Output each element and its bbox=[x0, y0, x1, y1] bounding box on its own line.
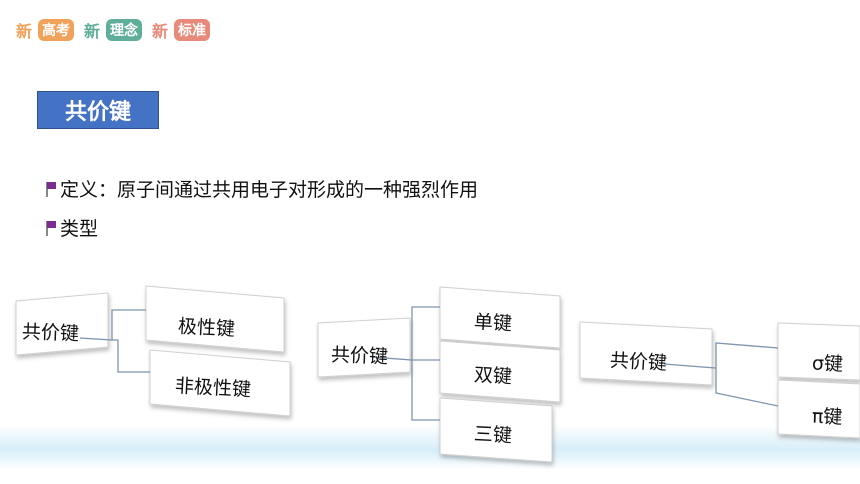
child-label-3-1: σ键 bbox=[811, 352, 844, 376]
connector-2-3 bbox=[411, 360, 440, 421]
root-card-1 bbox=[15, 292, 109, 356]
child-label-3-2: π键 bbox=[811, 405, 843, 429]
root-label-1: 共价键 bbox=[21, 321, 80, 345]
child-card-2-1 bbox=[439, 286, 561, 349]
diagram-bond-order bbox=[317, 286, 561, 463]
child-card-2-2 bbox=[439, 340, 561, 403]
bullet-types: 类型 bbox=[44, 214, 98, 241]
connector-1-1 bbox=[79, 309, 146, 341]
connector-2-1 bbox=[371, 306, 440, 361]
diagram-polarity bbox=[15, 285, 291, 417]
connector-3-1 bbox=[663, 342, 779, 369]
brand-box-gaokao: 高考 bbox=[38, 19, 75, 41]
brand-box-linian: 理念 bbox=[106, 19, 143, 41]
brand-header: 新 高考 新 理念 新 标准 bbox=[16, 18, 214, 42]
flag-icon bbox=[44, 180, 58, 198]
connector-1-2 bbox=[112, 339, 150, 373]
bullet-types-text: 类型 bbox=[60, 218, 99, 240]
brand-new-2: 新 bbox=[84, 22, 101, 41]
root-label-3: 共价键 bbox=[609, 349, 668, 375]
brand-new-1: 新 bbox=[16, 22, 33, 41]
background-wave bbox=[0, 425, 860, 470]
brand-box-biaozhun: 标准 bbox=[174, 19, 211, 41]
child-card-1-1 bbox=[145, 285, 285, 353]
section-title: 共价键 bbox=[37, 91, 159, 129]
root-card-2 bbox=[317, 317, 411, 378]
child-label-2-3: 三键 bbox=[473, 423, 513, 447]
child-card-1-2 bbox=[149, 349, 291, 417]
child-card-3-2 bbox=[777, 379, 860, 439]
brand-new-3: 新 bbox=[152, 22, 169, 41]
diagram-overlap bbox=[579, 321, 860, 439]
child-label-1-2: 非极性键 bbox=[174, 375, 252, 401]
connector-3-2 bbox=[715, 368, 779, 407]
child-label-2-1: 单键 bbox=[473, 311, 513, 335]
child-label-1-1: 极性键 bbox=[177, 315, 236, 341]
child-label-2-2: 双键 bbox=[473, 364, 513, 388]
bullet-definition: 定义：原子间通过共用电子对形成的一种强烈作用 bbox=[44, 175, 478, 202]
bullet-definition-text: 定义：原子间通过共用电子对形成的一种强烈作用 bbox=[60, 179, 479, 201]
root-card-3 bbox=[579, 321, 713, 386]
child-card-3-1 bbox=[777, 322, 860, 381]
flag-icon bbox=[44, 219, 58, 237]
root-label-2: 共价键 bbox=[330, 344, 389, 368]
child-card-2-3 bbox=[439, 397, 553, 463]
